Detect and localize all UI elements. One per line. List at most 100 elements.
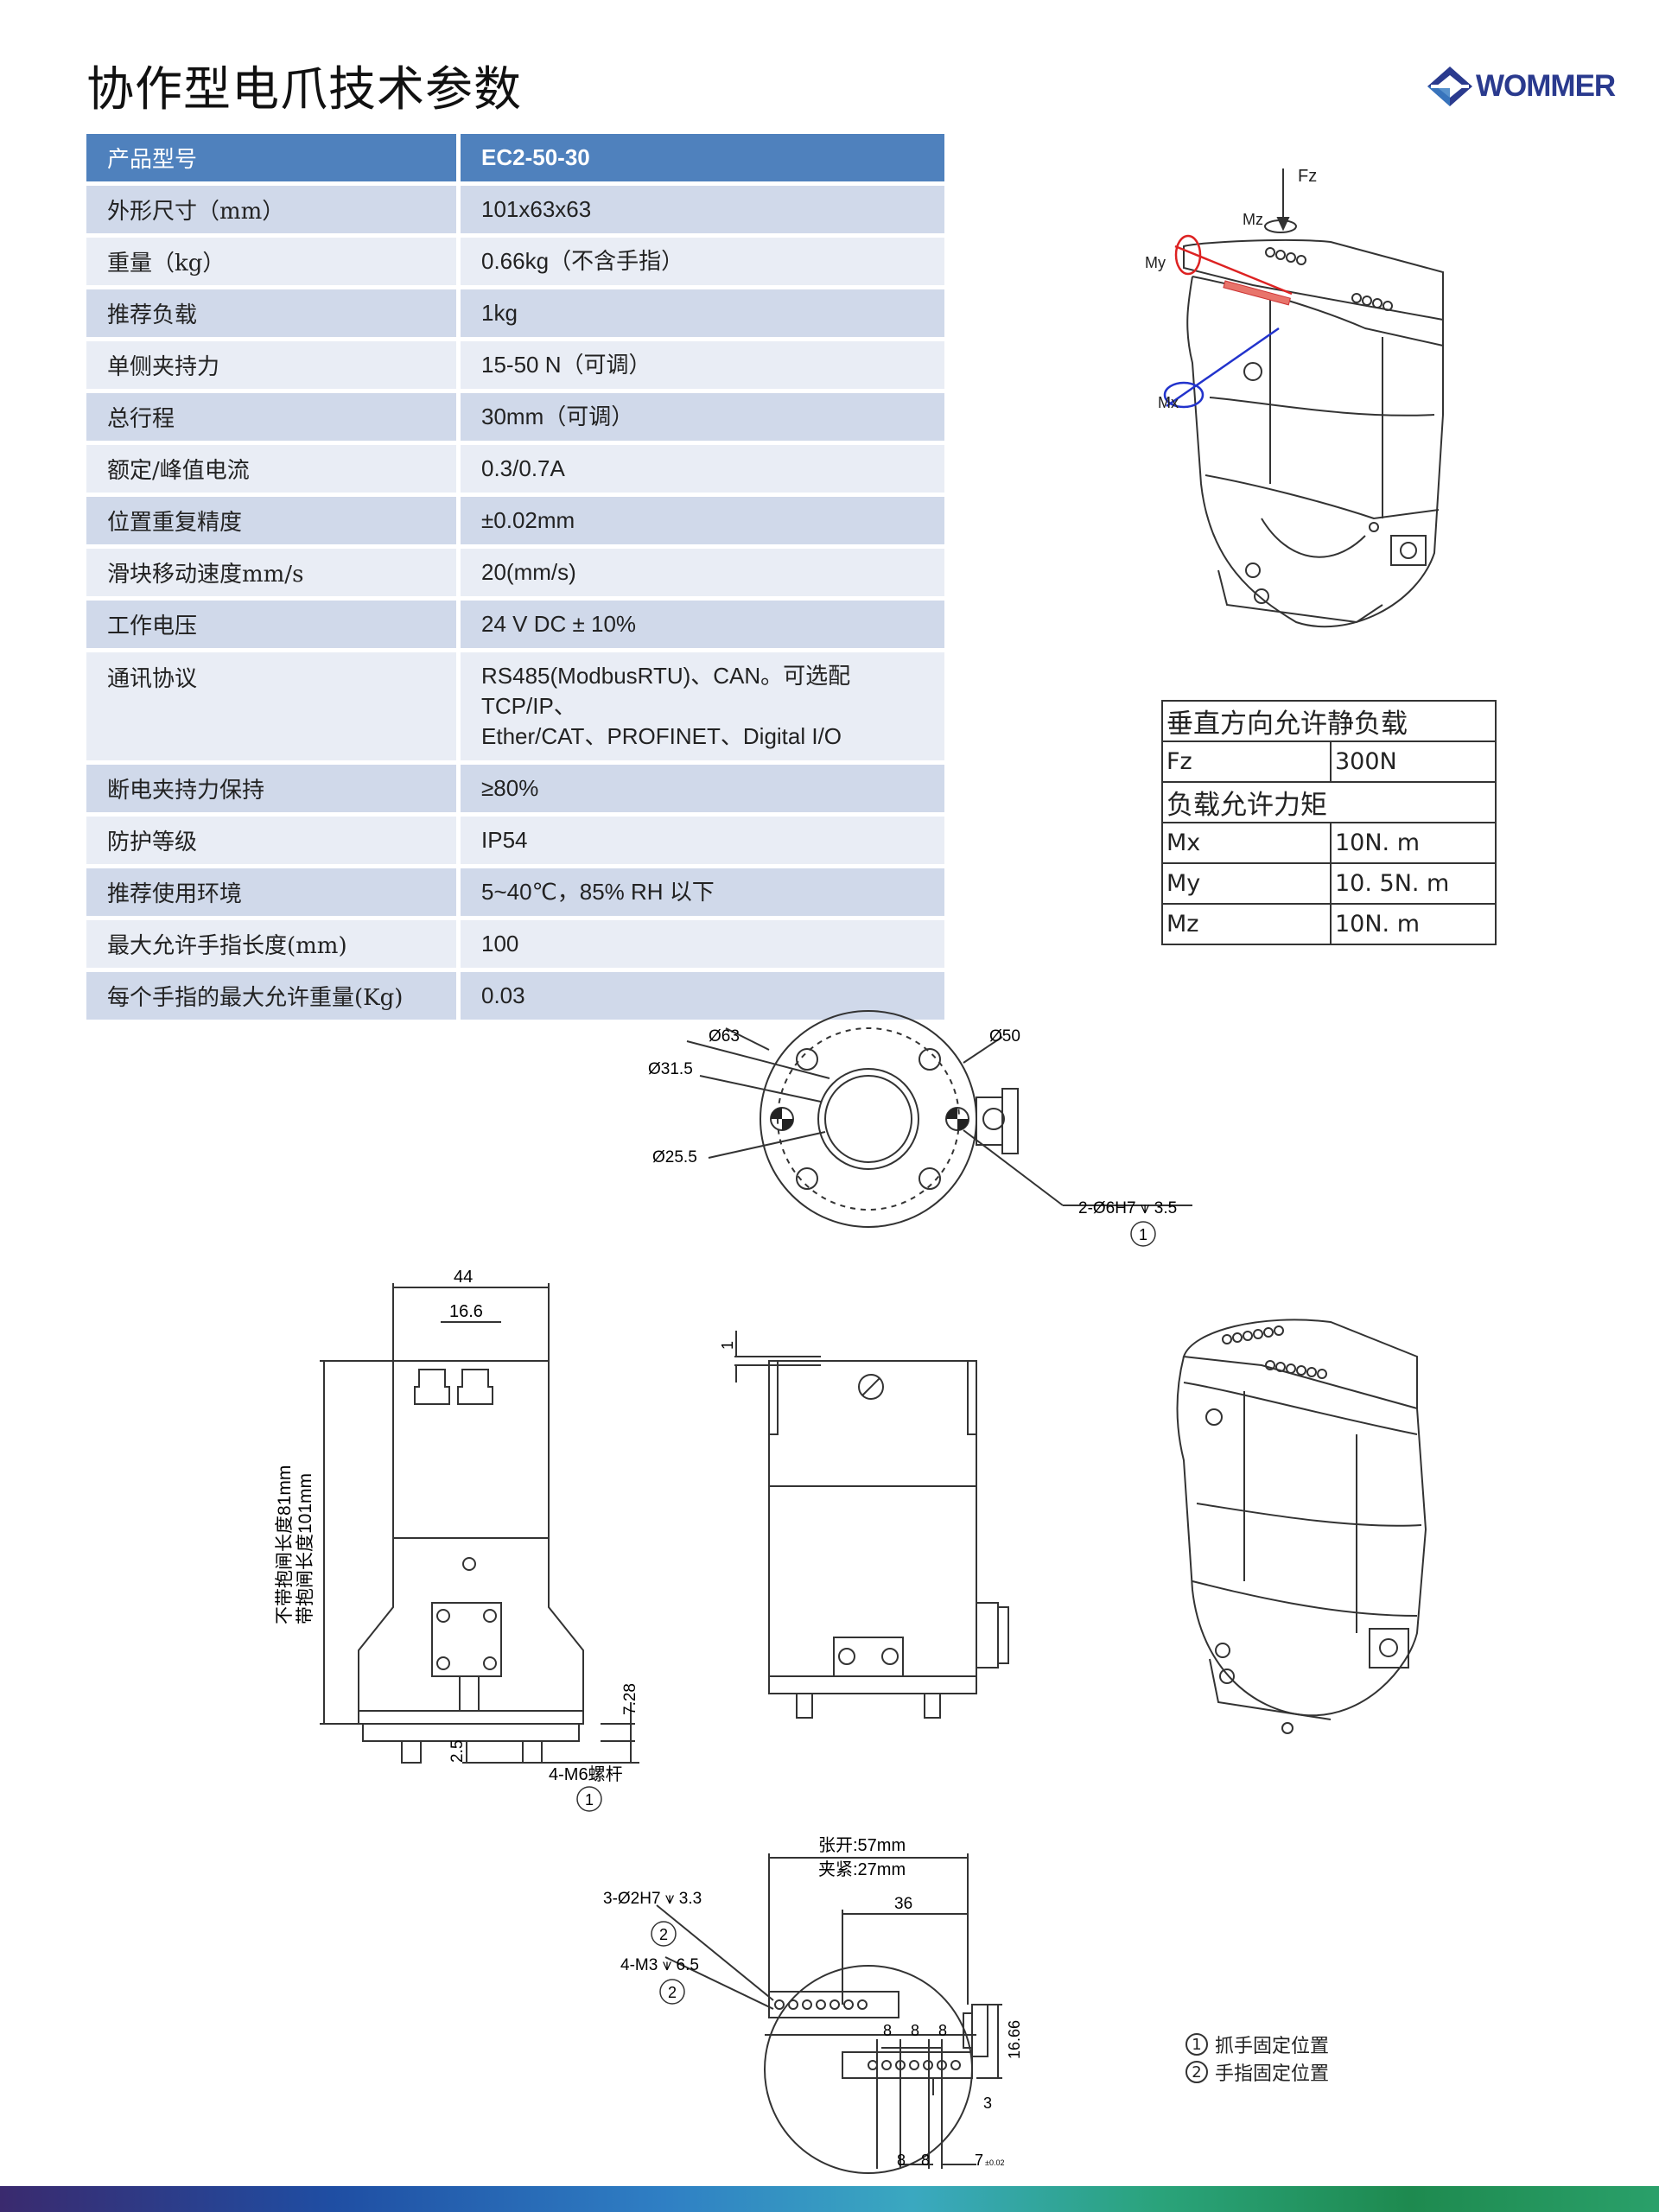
spec-row: 最大允许手指长度(mm)100 <box>86 920 944 969</box>
spec-label: 通讯协议 <box>86 652 461 761</box>
legend-item: 1 抓手固定位置 <box>1185 2031 1329 2058</box>
dim-44: 44 <box>454 1268 473 1287</box>
dim-holes: 2-Ø6H7 ⩛ 3.5 <box>1078 1199 1177 1217</box>
dim-2-5: 2.5 <box>448 1740 467 1763</box>
bottom-view-drawing: 张开:57mm 夹紧:27mm 36 3-Ø2H7 ⩛ 3.3 2 4-M3 ⩛… <box>603 1835 1023 2174</box>
spec-value-line: RS485(ModbusRTU)、CAN。可选配TCP/IP、 <box>481 663 851 720</box>
load-moment-header: 负载允许力矩 <box>1161 781 1497 823</box>
spec-row: 断电夹持力保持≥80% <box>86 765 944 813</box>
page-title: 协作型电爪技术参数 <box>86 61 523 117</box>
spec-label: 工作电压 <box>86 601 461 648</box>
spec-value: 5~40℃，85% RH 以下 <box>461 868 944 917</box>
dim-7-28: 7.28 <box>621 1683 639 1715</box>
spec-value: RS485(ModbusRTU)、CAN。可选配TCP/IP、 Ether/CA… <box>461 652 944 761</box>
spec-value: 15-50 N（可调） <box>461 341 944 389</box>
dim-pin: 3-Ø2H7 ⩛ 3.3 <box>603 1890 702 1908</box>
dim-8: 8 <box>883 2022 892 2039</box>
spec-label: 推荐使用环境 <box>86 868 461 917</box>
spec-value: 20(mm/s) <box>461 549 944 596</box>
spec-label: 额定/峰值电流 <box>86 445 461 493</box>
spec-row: 每个手指的最大允许重量(Kg)0.03 <box>86 972 944 1020</box>
callout-1: 1 <box>585 1791 594 1808</box>
spec-value: 100 <box>461 920 944 969</box>
callout-2: 2 <box>668 1984 677 2001</box>
load-key: Mx <box>1161 822 1332 864</box>
spec-label: 防护等级 <box>86 817 461 865</box>
legend-number: 1 <box>1185 2033 1208 2056</box>
callout-2: 2 <box>659 1926 668 1943</box>
dim-len-no-brake: 不带抱闸长度81mm <box>275 1465 295 1624</box>
load-key: My <box>1161 862 1332 905</box>
dim-16-66: 16.66 <box>1006 2020 1023 2059</box>
spec-label: 最大允许手指长度(mm) <box>86 920 461 969</box>
callout-1: 1 <box>1139 1226 1147 1243</box>
dim-8: 8 <box>911 2022 919 2039</box>
load-value: 10N. m <box>1330 822 1497 864</box>
spec-label: 总行程 <box>86 393 461 441</box>
spec-label: 每个手指的最大允许重量(Kg) <box>86 972 461 1020</box>
dim-d63: Ø63 <box>709 1027 740 1046</box>
logo-text: WOMMER <box>1476 69 1616 103</box>
spec-row: 位置重复精度±0.02mm <box>86 497 944 544</box>
dim-8: 8 <box>938 2022 947 2039</box>
spec-value: 0.3/0.7A <box>461 445 944 493</box>
mz-label: Mz <box>1243 211 1263 228</box>
spec-label: 位置重复精度 <box>86 497 461 544</box>
legend-item: 2 手指固定位置 <box>1185 2058 1329 2086</box>
load-key: Mz <box>1161 903 1332 945</box>
spec-label: 单侧夹持力 <box>86 341 461 389</box>
dim-close: 夹紧:27mm <box>818 1859 906 1879</box>
dim-len-with-brake: 带抱闸长度101mm <box>296 1473 315 1624</box>
front-view-drawing: 44 16.6 不带抱闸长度81mm 带抱闸长度101mm 7.28 2.5 4… <box>275 1268 639 1812</box>
load-value: 10N. m <box>1330 903 1497 945</box>
dim-8: 8 <box>921 2152 930 2169</box>
spec-value: ±0.02mm <box>461 497 944 544</box>
spec-header-value: EC2-50-30 <box>461 134 944 181</box>
load-value: 300N <box>1330 741 1497 783</box>
spec-value: 0.66kg（不含手指） <box>461 238 944 285</box>
spec-value: 101x63x63 <box>461 186 944 233</box>
mx-label: Mx <box>1158 394 1179 411</box>
spec-label: 滑块移动速度mm/s <box>86 549 461 596</box>
spec-header-label: 产品型号 <box>86 134 461 181</box>
dim-d50: Ø50 <box>989 1027 1020 1046</box>
wommer-logo: WOMMER <box>1426 65 1624 108</box>
spec-value: 30mm（可调） <box>461 393 944 441</box>
spec-row: 重量（kg）0.66kg（不含手指） <box>86 238 944 285</box>
spec-label: 推荐负载 <box>86 289 461 337</box>
dim-8: 8 <box>897 2152 906 2169</box>
fz-label: Fz <box>1298 167 1317 186</box>
dim-open: 张开:57mm <box>818 1835 906 1855</box>
spec-value: 1kg <box>461 289 944 337</box>
dim-7: 7 <box>975 2152 983 2169</box>
gripper-iso-drawing <box>1176 1319 1427 1734</box>
spec-row: 通讯协议 RS485(ModbusRTU)、CAN。可选配TCP/IP、 Eth… <box>86 652 944 761</box>
dim-1: 1 <box>719 1341 736 1350</box>
dim-d315: Ø31.5 <box>648 1060 693 1078</box>
spec-label: 重量（kg） <box>86 238 461 285</box>
wommer-logo-icon <box>1427 67 1472 106</box>
spec-value: IP54 <box>461 817 944 865</box>
dim-3: 3 <box>983 2094 992 2112</box>
load-value: 10. 5N. m <box>1330 862 1497 905</box>
gripper-iso-force-drawing: Fz Mz My Mx <box>1145 167 1444 628</box>
legend-text: 手指固定位置 <box>1215 2063 1330 2085</box>
spec-label: 断电夹持力保持 <box>86 765 461 813</box>
spec-value: 0.03 <box>461 972 944 1020</box>
dim-m3: 4-M3 ⩛ 6.5 <box>620 1956 699 1974</box>
spec-value-line: Ether/CAT、PROFINET、Digital I/O <box>481 723 842 750</box>
load-vertical-header: 垂直方向允许静负载 <box>1161 700 1497 742</box>
side-view-drawing: 1 <box>719 1331 1009 1719</box>
spec-header-row: 产品型号 EC2-50-30 <box>86 134 944 181</box>
legend-text: 抓手固定位置 <box>1215 2036 1330 2057</box>
load-key: Fz <box>1161 741 1332 783</box>
dim-d255: Ø25.5 <box>652 1148 697 1166</box>
